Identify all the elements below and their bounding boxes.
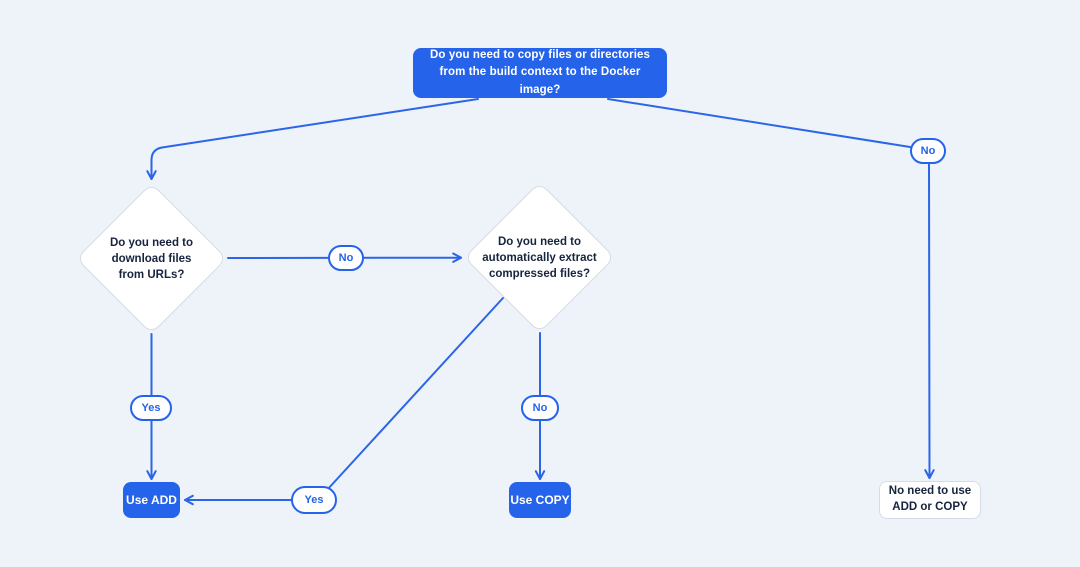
node-extract-question: Do you need to automatically extract com…: [463, 181, 616, 334]
edge-root-to-download: [146, 98, 479, 181]
edge-label-text: No: [532, 402, 548, 414]
edge-label-download-yes: Yes: [130, 395, 172, 421]
node-download-question-label: Do you need to download files from URLs?: [109, 236, 194, 281]
edge-label-download-no: No: [328, 245, 364, 271]
edge-no-to-noneed: [924, 163, 935, 480]
edge-label-extract-no: No: [521, 395, 559, 421]
node-use-copy-label: Use COPY: [510, 493, 570, 507]
node-use-copy: Use COPY: [509, 482, 571, 518]
node-use-add: Use ADD: [123, 482, 180, 518]
node-download-question: Do you need to download files from URLs?: [75, 182, 228, 335]
node-root-question-label: Do you need to copy files or directories…: [430, 49, 650, 96]
edge-root-to-no: [607, 98, 911, 148]
edge-label-text: Yes: [304, 494, 324, 506]
node-use-add-label: Use ADD: [126, 493, 177, 507]
node-extract-question-label: Do you need to automatically extract com…: [482, 235, 597, 280]
edge-extract-to-yes: [326, 297, 504, 491]
node-root-question: Do you need to copy files or directories…: [413, 48, 667, 98]
edge-label-text: No: [338, 252, 354, 264]
edge-label-root-no: No: [910, 138, 946, 164]
node-no-need: No need to use ADD or COPY: [879, 481, 981, 519]
edge-label-text: No: [920, 145, 936, 157]
node-no-need-label: No need to use ADD or COPY: [888, 485, 972, 513]
edge-label-extract-yes: Yes: [291, 486, 337, 514]
edge-label-text: Yes: [141, 402, 161, 414]
